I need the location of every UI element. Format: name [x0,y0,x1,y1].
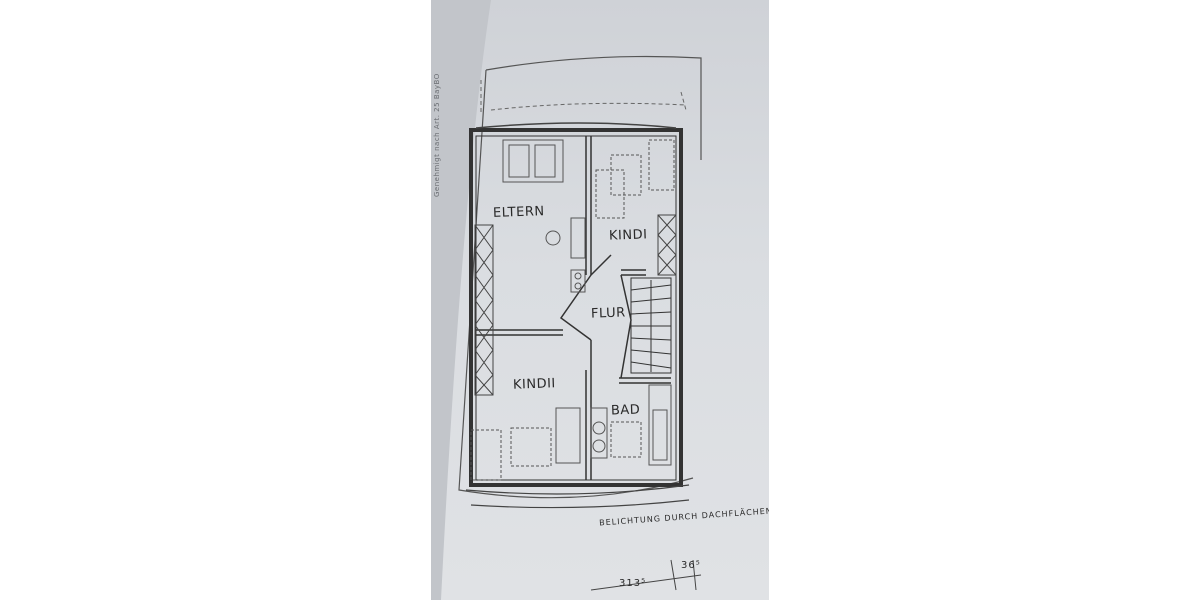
room-label-eltern: ELTERN [492,204,545,221]
side-stamp: Genehmigt nach Art. 25 BayBO [433,73,441,197]
room-label-bad: BAD [610,402,641,419]
staircase [630,277,672,374]
window-hatch-left [474,224,494,396]
room-label-flur: FLUR [590,305,626,322]
eave-top [475,122,677,129]
inner-wall-outline [475,135,677,481]
roof-dashed-top [480,80,687,115]
dimension-line [590,559,702,591]
furniture [470,139,675,481]
room-label-kind1: KINDI [608,227,648,244]
floor-plan-drawing [431,0,702,600]
page-shadow [431,0,491,600]
interior-walls [476,136,671,480]
window-hatch-right [657,214,677,276]
room-label-kind2: KINDII [512,376,557,393]
outer-wall [469,128,683,487]
dimension-label-36: 36⁵ [681,560,701,571]
floor-plan-photo: Genehmigt nach Art. 25 BayBO ELTERN KIND… [431,0,769,600]
dimension-label-313: 313⁵ [619,578,647,589]
hall-walls [559,254,632,379]
eave-bottom [465,484,690,509]
